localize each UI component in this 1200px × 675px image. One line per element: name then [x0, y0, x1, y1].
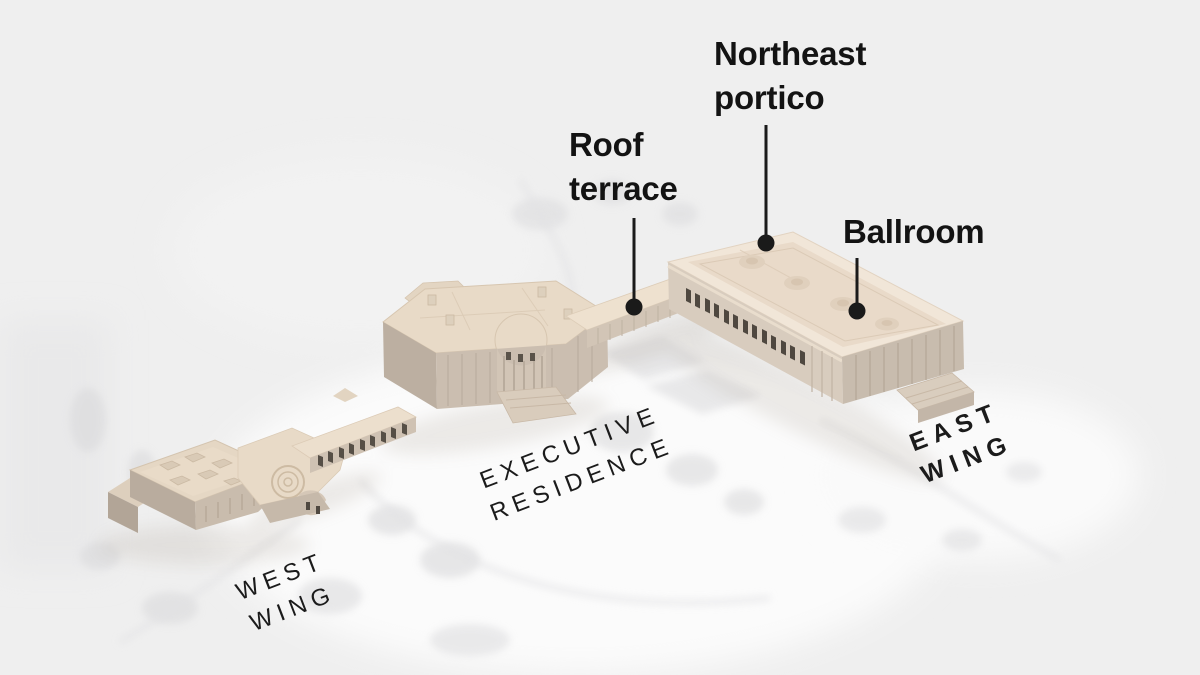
roof-ridge-lines [419, 287, 549, 331]
ballroom-front-pilasters [811, 346, 833, 401]
label-northeast-portico: Northeast portico [714, 32, 866, 120]
ballroom-building [666, 231, 975, 423]
callout-line-ballroom [848, 258, 866, 320]
ballroom-arcade-windows [686, 288, 805, 366]
east-entrance-annex [896, 372, 975, 423]
west-colonnade [291, 388, 417, 473]
label-ballroom-line1: Ballroom [843, 213, 985, 250]
terrace-circle-garden [271, 465, 305, 499]
callout-dot-roof-terrace [625, 298, 643, 316]
ballroom-cornice [667, 264, 843, 363]
executive-residence-building [382, 280, 608, 424]
label-roof-terrace-line2: terrace [569, 170, 678, 207]
label-northeast-portico-line1: Northeast [714, 35, 867, 72]
ballroom-east-pilasters [855, 326, 955, 400]
callout-line-northeast-portico [757, 125, 775, 252]
label-ballroom: Ballroom [843, 210, 985, 254]
callout-line-roof-terrace [625, 218, 643, 316]
colonnade-pediment [333, 388, 358, 402]
label-northeast-portico-line2: portico [714, 79, 825, 116]
label-roof-terrace-line1: Roof [569, 126, 644, 163]
callout-dot-ballroom [848, 302, 866, 320]
west-colonnade-openings [318, 423, 407, 467]
callout-lines [625, 125, 866, 320]
callout-dot-northeast-portico [757, 234, 775, 252]
label-roof-terrace: Roof terrace [569, 123, 678, 211]
